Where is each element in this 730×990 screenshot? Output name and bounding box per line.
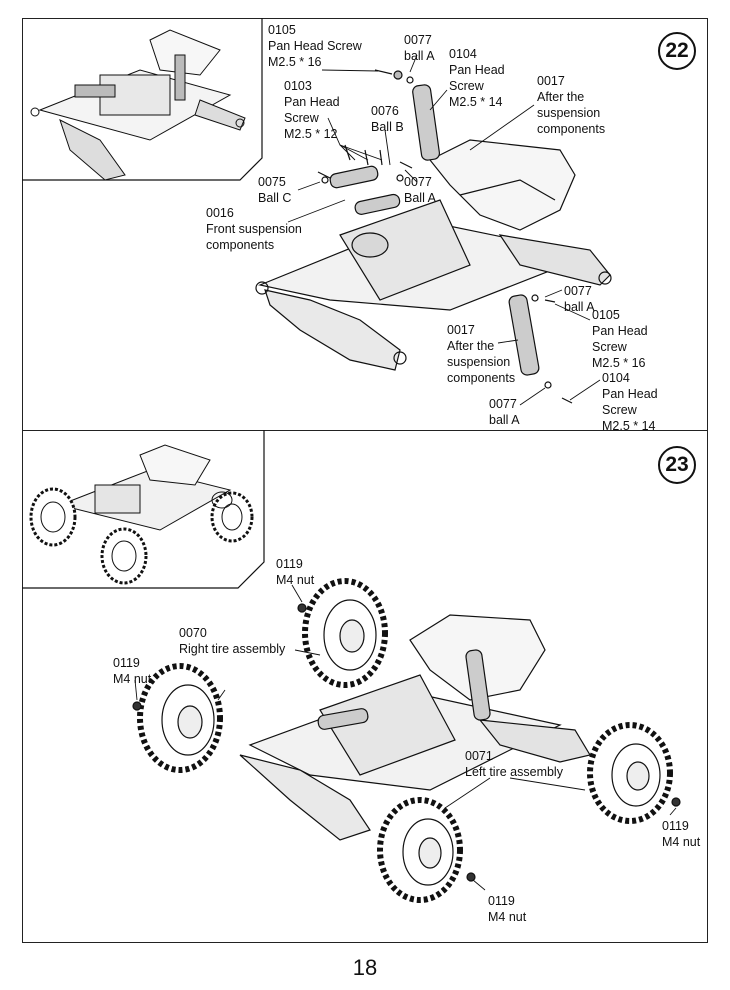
- label-0119-left: 0119 M4 nut: [113, 656, 152, 686]
- tire-rear-left: [587, 722, 673, 824]
- page-frame: [22, 18, 708, 943]
- tire-rear-right: [302, 578, 388, 688]
- step22-leader-lines: [287, 54, 601, 406]
- step23-leader-lines: [134, 584, 677, 891]
- label-0077-bottom: 0077 ball A: [489, 397, 520, 427]
- step-divider: [22, 430, 708, 431]
- step22-inset-chassis: [30, 29, 246, 181]
- label-0016: 0016 Front suspension components: [206, 206, 302, 252]
- label-0119-top: 0119 M4 nut: [276, 557, 315, 587]
- label-0105-right: 0105 Pan Head Screw M2.5 * 16: [592, 308, 648, 370]
- label-0017-top: 0017 After the suspension components: [537, 74, 606, 136]
- label-0070: 0070 Right tire assembly: [179, 626, 286, 656]
- step-number-22: 22: [658, 32, 696, 70]
- label-0077-right: 0077 ball A: [564, 284, 595, 314]
- label-0077-mid: 0077 Ball A: [404, 175, 436, 205]
- label-0104-top: 0104 Pan Head Screw M2.5 * 14: [449, 47, 505, 109]
- label-0076: 0076 Ball B: [371, 104, 404, 134]
- label-0119-right: 0119 M4 nut: [662, 819, 701, 849]
- step22-main-chassis: [255, 69, 612, 404]
- step22-inset-border: [22, 18, 263, 181]
- label-0075: 0075 Ball C: [258, 175, 292, 205]
- label-0119-bottom: 0119 M4 nut: [488, 894, 527, 924]
- label-0103: 0103 Pan Head Screw M2.5 * 12: [284, 79, 340, 141]
- label-0104-bottom: 0104 Pan Head Screw M2.5 * 14: [602, 371, 658, 433]
- step23-inset-border: [22, 430, 265, 589]
- page-number: 18: [352, 955, 378, 980]
- step23-main-chassis: [239, 614, 591, 841]
- tire-front-left: [377, 797, 463, 903]
- label-0017-bottom: 0017 After the suspension components: [447, 323, 516, 385]
- step23-inset-buggy: [29, 444, 254, 585]
- tire-front-right: [137, 663, 223, 773]
- label-0071: 0071 Left tire assembly: [465, 749, 563, 779]
- label-0077-top: 0077 ball A: [404, 33, 435, 63]
- label-0105-top: 0105 Pan Head Screw M2.5 * 16: [268, 23, 362, 69]
- step-number-23: 23: [658, 446, 696, 484]
